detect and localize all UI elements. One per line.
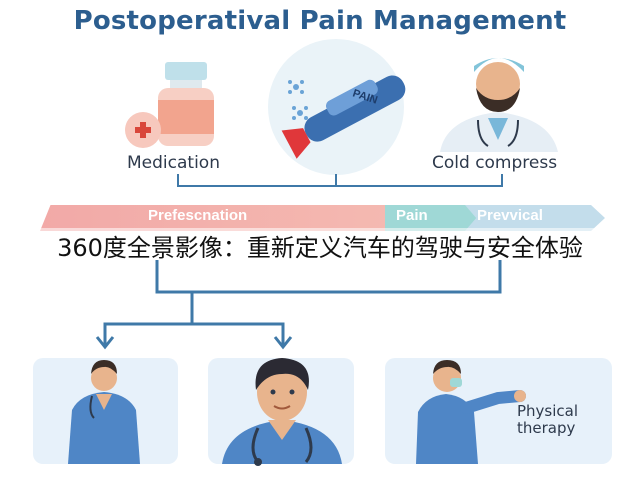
medication-label: Medication <box>127 153 220 173</box>
band-label-2: Pain <box>396 207 428 224</box>
therapy-label-line-2: therapy <box>517 419 575 437</box>
therapy-label-line-1: Physical <box>517 402 578 420</box>
nasal-spray-icon: PAIN <box>268 39 406 175</box>
cold-compress-label: Cold compress <box>432 153 558 173</box>
overlay-caption: 360度全景影像：重新定义汽车的驾驶与安全体验 <box>0 228 640 263</box>
arrow-head-left <box>95 336 115 350</box>
doctor-icon <box>440 58 558 152</box>
nurse-icon <box>68 360 140 464</box>
arrow-head-right <box>273 336 293 350</box>
medicine-bottle-icon <box>125 62 214 148</box>
band-segment-pain <box>385 205 480 231</box>
band-label-1: Prefescnation <box>148 207 248 224</box>
band-segment-prescription <box>40 205 390 231</box>
band-label-3: Prevvical <box>477 207 543 224</box>
process-band: Prefescnation Pain Prevvical <box>40 205 605 231</box>
therapist-icon <box>416 360 526 464</box>
band-segment-prevention <box>465 205 605 231</box>
doctor-with-stethoscope-icon <box>222 358 342 466</box>
page-title: Postoperatival Pain Management <box>73 6 567 36</box>
